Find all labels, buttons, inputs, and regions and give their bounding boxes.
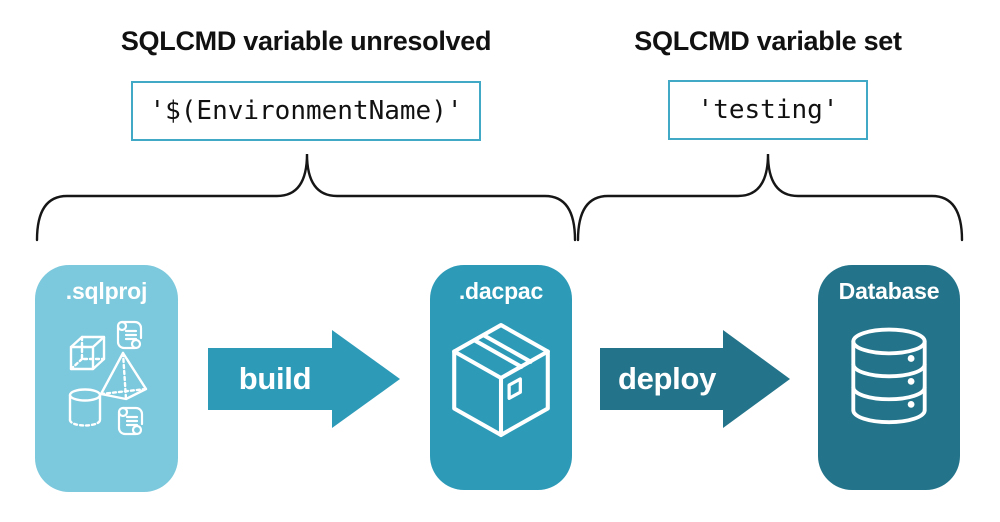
sql-objects-icon [68, 320, 147, 436]
left-brace [35, 153, 577, 242]
dacpac-card: .dacpac [430, 265, 572, 490]
sqlproj-card: .sqlproj [35, 265, 178, 492]
right-code-text: 'testing' [697, 95, 839, 125]
right-brace [576, 153, 964, 242]
left-code-text: '$(EnvironmentName)' [149, 96, 463, 126]
database-label: Database [838, 278, 940, 304]
build-arrow: build [208, 330, 400, 428]
package-box-icon [452, 323, 550, 437]
left-code-box: '$(EnvironmentName)' [131, 81, 481, 141]
build-arrow-label: build [238, 361, 312, 396]
database-card: Database [818, 265, 960, 490]
sqlproj-label: .sqlproj [65, 278, 148, 304]
deploy-arrow: deploy [600, 330, 790, 428]
dacpac-label: .dacpac [458, 278, 544, 304]
deploy-arrow-label: deploy [617, 361, 717, 396]
database-cylinder-icon [851, 327, 927, 425]
right-annotation-title: SQLCMD variable set [634, 26, 902, 56]
left-annotation-title: SQLCMD variable unresolved [120, 26, 492, 56]
right-code-box: 'testing' [668, 80, 868, 140]
